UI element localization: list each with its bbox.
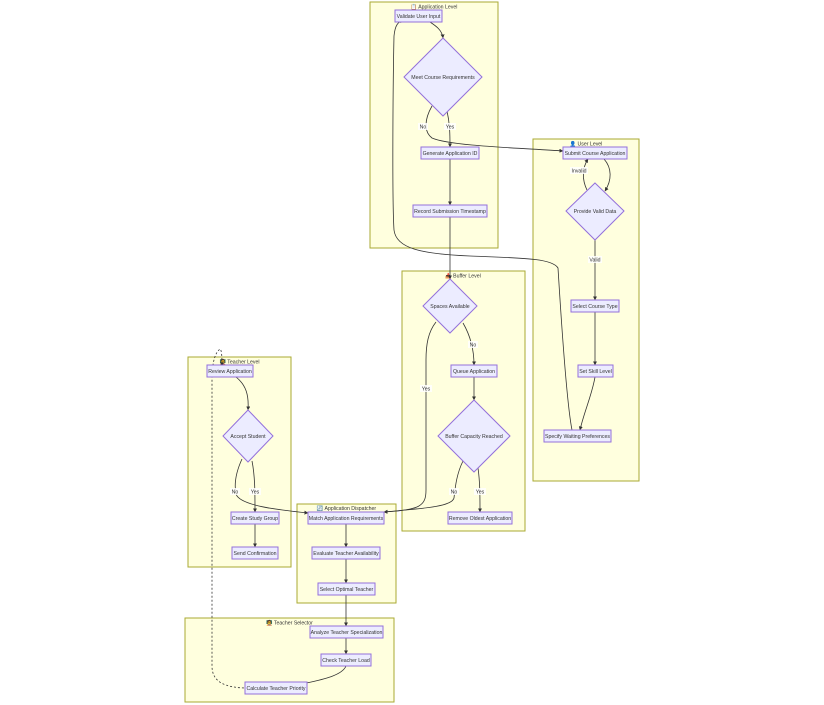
edge-label-accept-yes: Yes xyxy=(249,488,261,496)
node-validate-user-input: Validate User Input xyxy=(394,9,443,23)
svg-text:Select Course Type: Select Course Type xyxy=(572,304,617,310)
edge-label-spaces-no: No xyxy=(468,341,478,349)
svg-text:Yes: Yes xyxy=(422,387,431,393)
edge-submit-to-provide xyxy=(603,158,611,192)
edge-validate-to-meet xyxy=(429,21,445,39)
edge-review-to-accept xyxy=(235,376,251,411)
svg-text:No: No xyxy=(420,125,427,131)
svg-text:Create Study Group: Create Study Group xyxy=(232,516,278,522)
edge-accept-yes-to-create xyxy=(251,460,257,513)
edge-labels: No Yes Invalid Valid No Yes No Yes xyxy=(230,123,602,496)
node-match-application-requirements: Match Application Requirements xyxy=(307,511,385,525)
svg-text:Check Teacher Load: Check Teacher Load xyxy=(322,658,370,664)
cluster-title: 🔄 Application Dispatcher xyxy=(317,505,377,512)
edge-label-meet-yes: Yes xyxy=(444,123,456,131)
svg-text:Submit Course Application: Submit Course Application xyxy=(565,151,626,157)
cluster-title: 📋 Application Level xyxy=(411,4,458,11)
node-meet-course-requirements: Meet Course Requirements xyxy=(403,37,483,117)
svg-text:Valid: Valid xyxy=(589,258,600,264)
edge-meet-no-to-submit xyxy=(425,105,564,153)
edge-label-buffer-yes: Yes xyxy=(474,488,486,496)
svg-text:Remove Oldest Application: Remove Oldest Application xyxy=(449,516,511,522)
node-analyze-teacher-specialization: Analyze Teacher Specialization xyxy=(309,625,384,639)
svg-text:Generate Application ID: Generate Application ID xyxy=(423,151,478,157)
node-check-teacher-load: Check Teacher Load xyxy=(320,653,372,667)
svg-text:Buffer Capacity Reached: Buffer Capacity Reached xyxy=(445,434,503,440)
edge-label-spaces-yes: Yes xyxy=(420,385,432,393)
svg-text:No: No xyxy=(451,490,458,496)
node-select-optimal-teacher: Select Optimal Teacher xyxy=(317,582,376,596)
svg-text:Analyze Teacher Specialization: Analyze Teacher Specialization xyxy=(311,630,383,636)
node-buffer-capacity-reached: Buffer Capacity Reached xyxy=(437,399,511,473)
svg-text:Invalid: Invalid xyxy=(572,169,587,175)
svg-text:Yes: Yes xyxy=(476,490,485,496)
node-queue-application: Queue Application xyxy=(450,364,498,378)
svg-text:Evaluate Teacher Availability: Evaluate Teacher Availability xyxy=(313,551,379,557)
node-set-skill-level: Set Skill Level xyxy=(577,364,614,378)
cluster-title: 🧑‍🏫 Teacher Level xyxy=(219,359,259,366)
cluster-title: 👤 User Level xyxy=(570,141,603,148)
node-send-confirmation: Send Confirmation xyxy=(231,546,279,560)
node-generate-application-id: Generate Application ID xyxy=(420,146,480,160)
edge-set-to-specify xyxy=(578,376,596,431)
svg-text:Queue Application: Queue Application xyxy=(453,369,495,375)
svg-text:Record Submission Timestamp: Record Submission Timestamp xyxy=(414,209,486,215)
node-review-application: Review Application xyxy=(206,364,254,378)
node-select-course-type: Select Course Type xyxy=(570,299,620,313)
node-remove-oldest-application: Remove Oldest Application xyxy=(447,511,513,525)
edge-label-invalid: Invalid xyxy=(570,167,588,175)
edge-calculate-to-review xyxy=(211,348,249,689)
edge-label-accept-no: No xyxy=(230,488,240,496)
svg-text:Select Optimal Teacher: Select Optimal Teacher xyxy=(320,587,374,593)
svg-text:No: No xyxy=(470,343,477,349)
cluster-teacher-level: 🧑‍🏫 Teacher Level xyxy=(187,356,292,568)
edge-label-buffer-no: No xyxy=(449,488,459,496)
node-evaluate-teacher-availability: Evaluate Teacher Availability xyxy=(311,546,381,560)
svg-text:Specify Waiting Preferences: Specify Waiting Preferences xyxy=(545,434,610,440)
svg-text:Spaces Available: Spaces Available xyxy=(430,304,470,310)
node-record-submission-timestamp: Record Submission Timestamp xyxy=(412,204,488,218)
svg-text:No: No xyxy=(232,490,239,496)
svg-text:Provide Valid Data: Provide Valid Data xyxy=(574,209,617,215)
svg-text:Match Application Requirements: Match Application Requirements xyxy=(309,516,384,522)
edge-label-valid: Valid xyxy=(588,256,602,264)
node-specify-waiting-preferences: Specify Waiting Preferences xyxy=(543,429,612,443)
svg-text:Send Confirmation: Send Confirmation xyxy=(234,551,277,557)
cluster-title: 📥 Buffer Level xyxy=(445,273,481,280)
svg-text:Meet Course Requirements: Meet Course Requirements xyxy=(411,75,475,81)
edge-specify-to-validate xyxy=(392,18,573,431)
node-accept-student: Accept Student xyxy=(222,409,274,463)
edge-label-meet-no: No xyxy=(418,123,428,131)
node-provide-valid-data: Provide Valid Data xyxy=(565,182,625,241)
svg-text:Set Skill Level: Set Skill Level xyxy=(579,369,612,375)
edge-buffer-no-to-match xyxy=(383,460,464,514)
node-submit-course-application: Submit Course Application xyxy=(562,146,628,160)
node-spaces-available: Spaces Available xyxy=(422,278,478,334)
svg-text:Yes: Yes xyxy=(446,125,455,131)
node-calculate-teacher-priority: Calculate Teacher Priority xyxy=(244,681,308,695)
svg-text:Validate User Input: Validate User Input xyxy=(397,14,441,20)
cluster-buffer-level: 📥 Buffer Level xyxy=(401,270,526,532)
edge-provide-invalid-to-submit xyxy=(582,158,589,191)
svg-text:Accept Student: Accept Student xyxy=(230,434,266,440)
svg-text:Calculate Teacher Priority: Calculate Teacher Priority xyxy=(246,686,305,692)
edge-spaces-yes-to-match xyxy=(383,321,437,514)
svg-text:Yes: Yes xyxy=(251,490,260,496)
node-create-study-group: Create Study Group xyxy=(230,511,280,525)
svg-text:Review Application: Review Application xyxy=(208,369,252,375)
cluster-title: 🧑‍🏫 Teacher Selector xyxy=(266,620,313,627)
